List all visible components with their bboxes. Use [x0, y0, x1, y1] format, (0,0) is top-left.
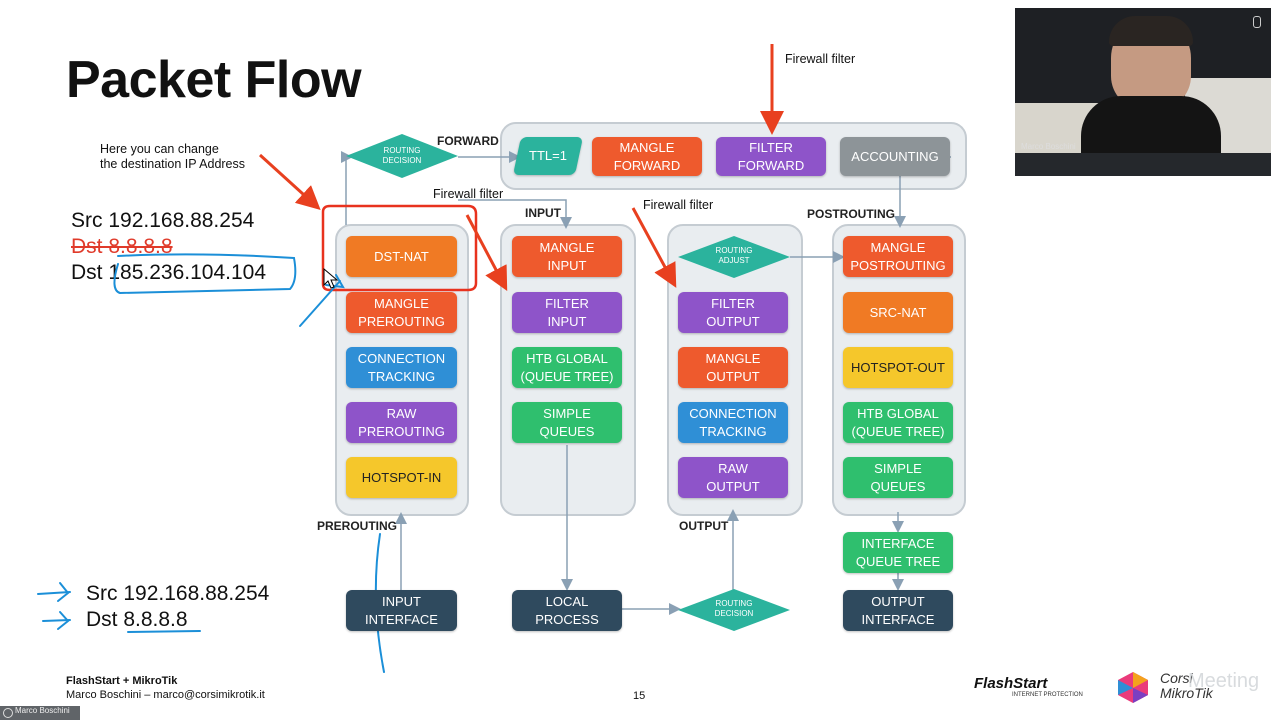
flashstart-logo: FlashStart INTERNET PROTECTION [974, 675, 1083, 698]
routing-adjust: ROUTING ADJUST [678, 236, 790, 278]
interface-queue-tree-box: INTERFACE QUEUE TREE [843, 532, 953, 573]
raw-prerouting-box: RAW PREROUTING [346, 402, 457, 443]
routing-adjust-label: ROUTING ADJUST [715, 246, 753, 265]
dst-bottom-value: 8.8.8.8 [123, 608, 188, 631]
connection-tracking-output-box: CONNECTION TRACKING [678, 402, 788, 443]
routing-decision-bottom: ROUTING DECISION [678, 589, 790, 631]
hotspot-out-box: HOTSPOT-OUT [843, 347, 953, 388]
forward-label: FORWARD [437, 134, 499, 148]
ttl-box: TTL=1 [512, 137, 584, 175]
routing-decision-top: ROUTING DECISION [346, 134, 458, 178]
dst-address-new: Dst 185.236.104.104 [71, 261, 266, 285]
firewall-filter-note-output: Firewall filter [643, 198, 714, 212]
simple-queues-postrouting-box: SIMPLE QUEUES [843, 457, 953, 498]
dst-nat-box: DST-NAT [346, 236, 457, 277]
postrouting-label: POSTROUTING [807, 207, 896, 221]
output-interface-box: OUTPUT INTERFACE [843, 590, 953, 631]
dst-address-bottom: Dst 8.8.8.8 [86, 608, 188, 632]
dst-change-note: Here you can change the destination IP A… [100, 142, 245, 172]
mangle-prerouting-box: MANGLE PREROUTING [346, 292, 457, 333]
filter-input-box: FILTER INPUT [512, 292, 622, 333]
src-address-top: Src 192.168.88.254 [71, 209, 255, 232]
mangle-postrouting-box: MANGLE POSTROUTING [843, 236, 953, 277]
firewall-filter-note-input: Firewall filter [433, 187, 504, 201]
corsi-mikrotik-logo-icon [1115, 670, 1151, 704]
mangle-input-box: MANGLE INPUT [512, 236, 622, 277]
htb-global-postrouting-box: HTB GLOBAL (QUEUE TREE) [843, 402, 953, 443]
routing-decision-top-label: ROUTING DECISION [382, 146, 422, 165]
filter-output-box: FILTER OUTPUT [678, 292, 788, 333]
corsi-mikrotik-wordmark: Corsi MikroTik [1160, 671, 1213, 701]
ttl-label: TTL=1 [529, 148, 567, 163]
prerouting-label: PREROUTING [317, 519, 398, 533]
participant-tag: Marco Boschini [0, 706, 80, 720]
page-number: 15 [633, 690, 646, 702]
connection-tracking-prerouting-box: CONNECTION TRACKING [346, 347, 457, 388]
firewall-filter-note-forward: Firewall filter [785, 52, 856, 66]
routing-decision-bottom-shape [678, 589, 790, 631]
flashstart-wordmark: FlashStart [974, 675, 1048, 692]
raw-output-box: RAW OUTPUT [678, 457, 788, 498]
dst-change-note-line2: the destination IP Address [100, 157, 246, 171]
presenter-webcam: Marco Boschini [1015, 8, 1271, 176]
routing-decision-top-shape [346, 134, 458, 178]
presenter-hair [1109, 16, 1193, 46]
dst-change-note-line1: Here you can change [100, 142, 219, 156]
participant-avatar-icon [3, 708, 13, 718]
routing-adjust-shape [678, 236, 790, 278]
dst-bottom-prefix: Dst [86, 608, 124, 631]
dst-new-value: 185.236.104.104 [108, 261, 266, 284]
simple-queues-input-box: SIMPLE QUEUES [512, 402, 622, 443]
participant-tag-name: Marco Boschini [15, 706, 70, 715]
footer-line1: FlashStart + MikroTik [66, 675, 178, 687]
slide-title: Packet Flow [66, 51, 362, 109]
filter-forward-box: FILTER FORWARD [716, 137, 826, 176]
footer-line2: Marco Boschini – marco@corsimikrotik.it [66, 689, 265, 701]
local-process-box: LOCAL PROCESS [512, 590, 622, 631]
corsi-text: Corsi [1160, 670, 1193, 686]
webcam-bottom-bar [1015, 153, 1271, 176]
presenter-shirt [1081, 96, 1221, 156]
presenter-name-label: Marco Boschini [1021, 142, 1076, 151]
accounting-box: ACCOUNTING [840, 137, 950, 176]
microphone-icon[interactable] [1253, 16, 1261, 28]
output-label: OUTPUT [679, 519, 729, 533]
hotspot-in-box: HOTSPOT-IN [346, 457, 457, 498]
src-nat-box: SRC-NAT [843, 292, 953, 333]
dst-nat-highlight [321, 204, 478, 292]
mangle-forward-box: MANGLE FORWARD [592, 137, 702, 176]
htb-global-input-box: HTB GLOBAL (QUEUE TREE) [512, 347, 622, 388]
flashstart-tagline: INTERNET PROTECTION [1012, 692, 1083, 698]
input-label: INPUT [525, 206, 561, 220]
src-address-bottom: Src 192.168.88.254 [86, 582, 270, 605]
dst-new-prefix: Dst [71, 261, 109, 284]
routing-decision-bottom-label: ROUTING DECISION [714, 599, 754, 618]
mangle-output-box: MANGLE OUTPUT [678, 347, 788, 388]
input-interface-box: INPUT INTERFACE [346, 590, 457, 631]
mikrotik-text: MikroTik [1160, 685, 1213, 701]
dst-address-old: Dst 8.8.8.8 [71, 235, 173, 258]
mouse-cursor-icon [323, 268, 339, 289]
meeting-watermark: Meeting [1188, 670, 1260, 692]
corsi-mikrotik-hex-icon [1118, 672, 1148, 703]
